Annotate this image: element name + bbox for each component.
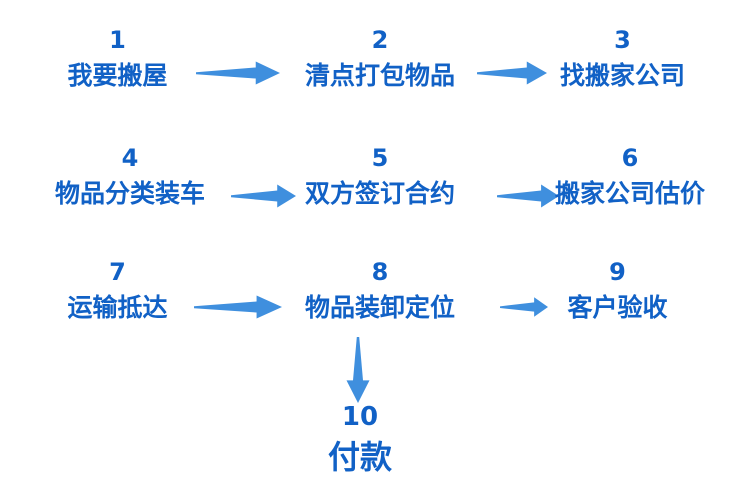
step-label: 找搬家公司 [559,61,685,90]
step-number: 3 [614,26,631,54]
step-number: 1 [109,26,126,54]
arrow-down-icon [346,337,370,403]
flow-step-2: 2 清点打包物品 [296,25,464,91]
step-number: 8 [371,258,389,286]
step-label: 我要搬屋 [67,61,168,90]
flow-step-5: 5 双方签订合约 [296,143,464,209]
arrow-right-icon [196,61,280,85]
flow-step-8: 8 物品装卸定位 [296,257,464,323]
step-label: 物品分类装车 [54,179,205,208]
step-label: 客户验收 [567,293,668,322]
step-number: 6 [621,144,639,172]
step-number: 4 [121,144,139,172]
arrow-right-icon [477,61,547,85]
arrow-right-icon [194,295,282,319]
step-label: 付款 [327,438,392,476]
step-number: 9 [609,258,626,286]
arrow-right-icon [500,297,548,317]
step-number: 10 [341,402,379,432]
step-label: 清点打包物品 [304,61,455,90]
flow-step-3: 3 找搬家公司 [540,25,705,91]
step-label: 物品装卸定位 [304,293,455,322]
flow-step-7: 7 运输抵达 [40,257,195,323]
flow-step-9: 9 客户验收 [545,257,690,323]
step-label: 双方签订合约 [304,179,455,208]
flow-step-1: 1 我要搬屋 [40,25,195,91]
flow-step-4: 4 物品分类装车 [40,143,220,209]
flow-step-10: 10 付款 [300,402,420,476]
arrow-right-icon [497,184,559,208]
step-label: 运输抵达 [67,293,168,322]
flow-step-6: 6 搬家公司估价 [545,143,715,209]
arrow-right-icon [231,184,296,208]
step-number: 7 [109,258,126,286]
step-label: 搬家公司估价 [554,179,705,208]
step-number: 2 [371,26,389,54]
step-number: 5 [371,144,389,172]
